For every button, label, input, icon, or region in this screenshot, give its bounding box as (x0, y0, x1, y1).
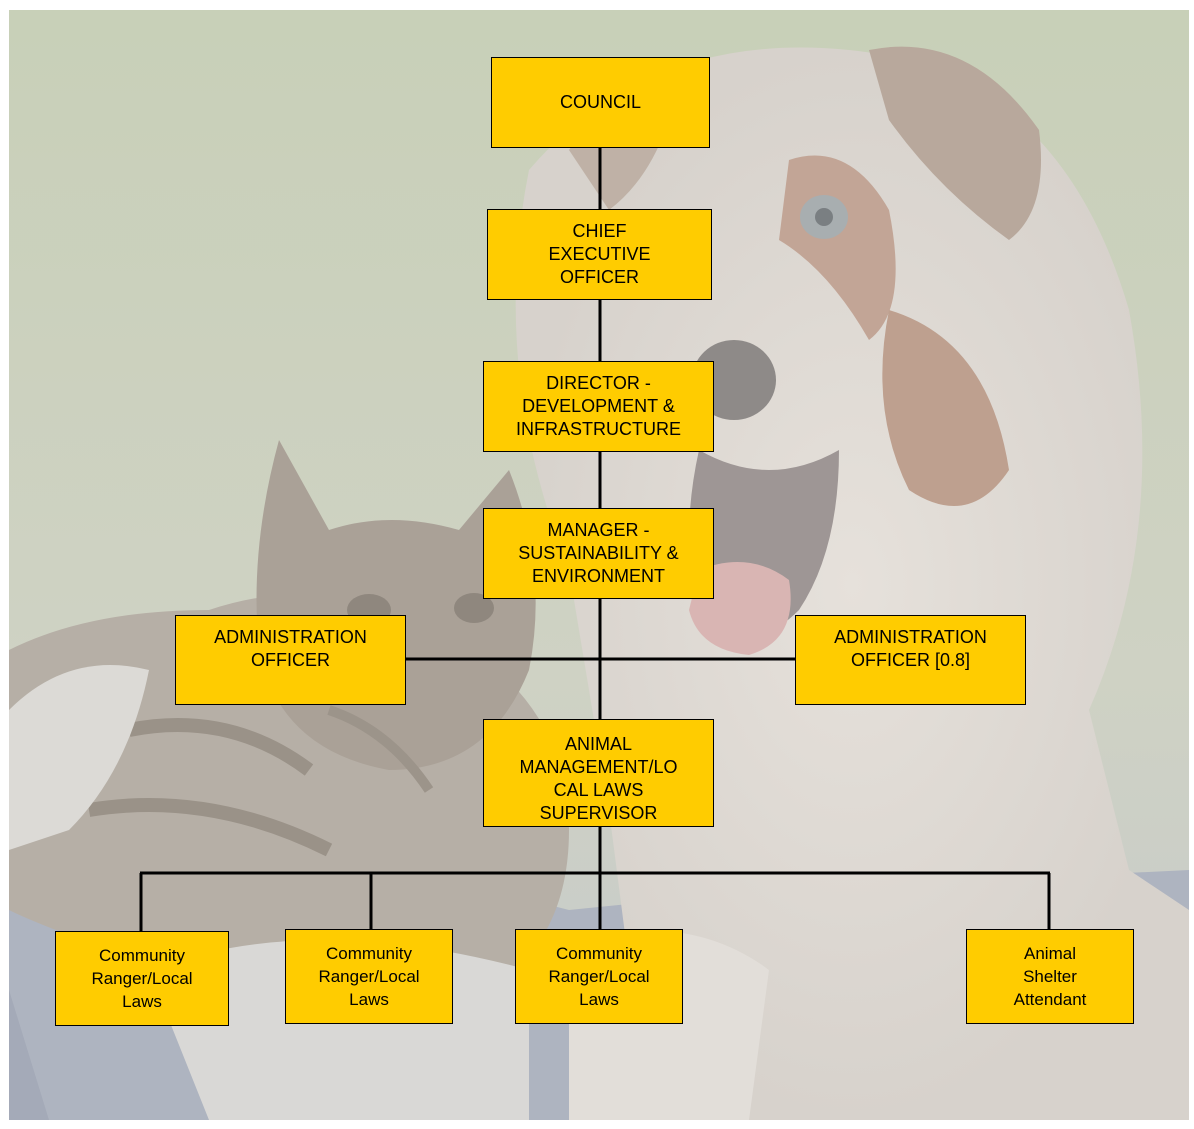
node-animal-management-supervisor: ANIMAL MANAGEMENT/LO CAL LAWS SUPERVISOR (483, 719, 714, 827)
node-director: DIRECTOR - DEVELOPMENT & INFRASTRUCTURE (483, 361, 714, 452)
node-ceo-label: CHIEF EXECUTIVE OFFICER (548, 221, 651, 287)
node-admin-officer-label: ADMINISTRATION OFFICER (214, 627, 367, 670)
node-ranger-2-label: Community Ranger/Local Laws (318, 944, 420, 1009)
node-administration-officer: ADMINISTRATION OFFICER (175, 615, 406, 705)
node-animal-shelter-attendant: Animal Shelter Attendant (966, 929, 1134, 1024)
node-director-label: DIRECTOR - DEVELOPMENT & INFRASTRUCTURE (516, 373, 681, 439)
connector-group (139, 148, 1051, 931)
node-manager: MANAGER - SUSTAINABILITY & ENVIRONMENT (483, 508, 714, 599)
node-supervisor-label: ANIMAL MANAGEMENT/LO CAL LAWS SUPERVISOR (519, 734, 678, 823)
node-manager-label: MANAGER - SUSTAINABILITY & ENVIRONMENT (518, 520, 679, 586)
node-community-ranger-3: Community Ranger/Local Laws (515, 929, 683, 1024)
node-shelter-label: Animal Shelter Attendant (1013, 944, 1087, 1009)
node-council-label: COUNCIL (559, 92, 641, 112)
node-chief-executive-officer: CHIEF EXECUTIVE OFFICER (487, 209, 712, 300)
node-ranger-1-label: Community Ranger/Local Laws (91, 946, 193, 1011)
node-community-ranger-1: Community Ranger/Local Laws (55, 931, 229, 1026)
node-ranger-3-label: Community Ranger/Local Laws (548, 944, 650, 1009)
node-administration-officer-part-time: ADMINISTRATION OFFICER [0.8] (795, 615, 1026, 705)
node-admin-officer-part-label: ADMINISTRATION OFFICER [0.8] (834, 627, 987, 670)
node-community-ranger-2: Community Ranger/Local Laws (285, 929, 453, 1024)
node-council: COUNCIL (491, 57, 710, 148)
